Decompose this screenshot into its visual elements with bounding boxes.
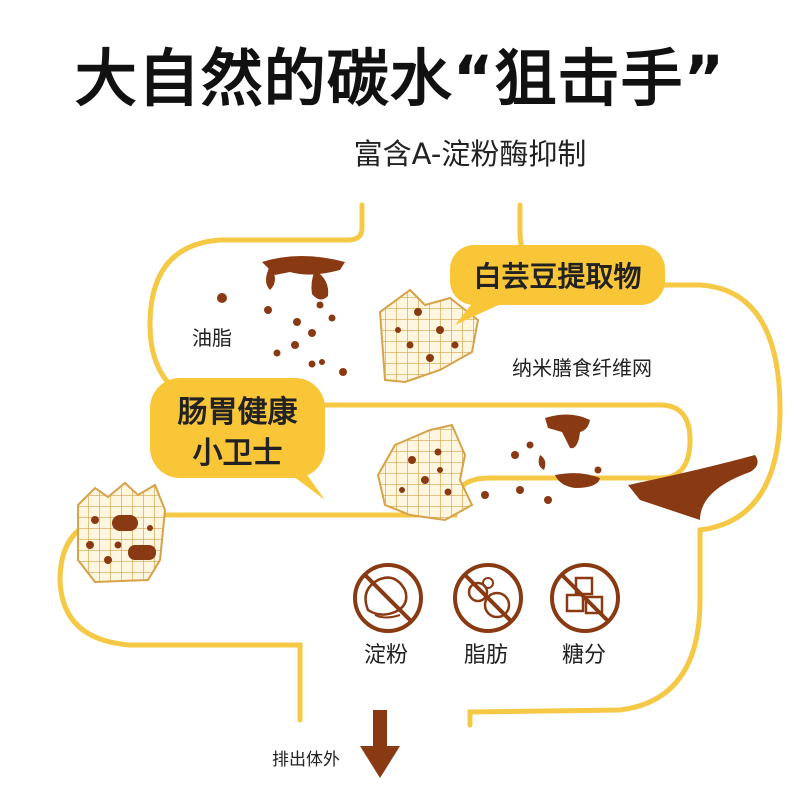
guard-bubble [150,378,325,500]
exit-label: 排出体外 [272,750,340,770]
fat-drips [481,414,758,520]
no-starch-icon [353,563,423,633]
oil-label: 油脂 [192,326,232,350]
fiber-net-icon [378,288,480,384]
extract-bubble [450,245,665,325]
fiber-net-icon [376,423,474,522]
guard-label-line1: 肠胃健康 [177,395,298,430]
extract-label: 白芸豆提取物 [473,260,642,293]
guard-label-line2: 小卫士 [192,436,283,471]
down-arrow-icon [360,710,400,778]
page-subtitle: 富含A-淀粉酶抑制 [353,137,587,171]
blocked-label-sugar: 糖分 [562,643,607,668]
no-fat-icon [453,563,523,633]
fiber-net-icon [77,481,167,584]
blocked-label-starch: 淀粉 [364,643,409,668]
nano-net-label: 纳米膳食纤维网 [512,356,652,380]
page-title: 大自然的碳水“狙击手” [74,42,726,115]
no-sugar-icon [550,563,620,633]
blocked-label-fat: 脂肪 [464,643,509,668]
oil-drips [217,256,347,376]
